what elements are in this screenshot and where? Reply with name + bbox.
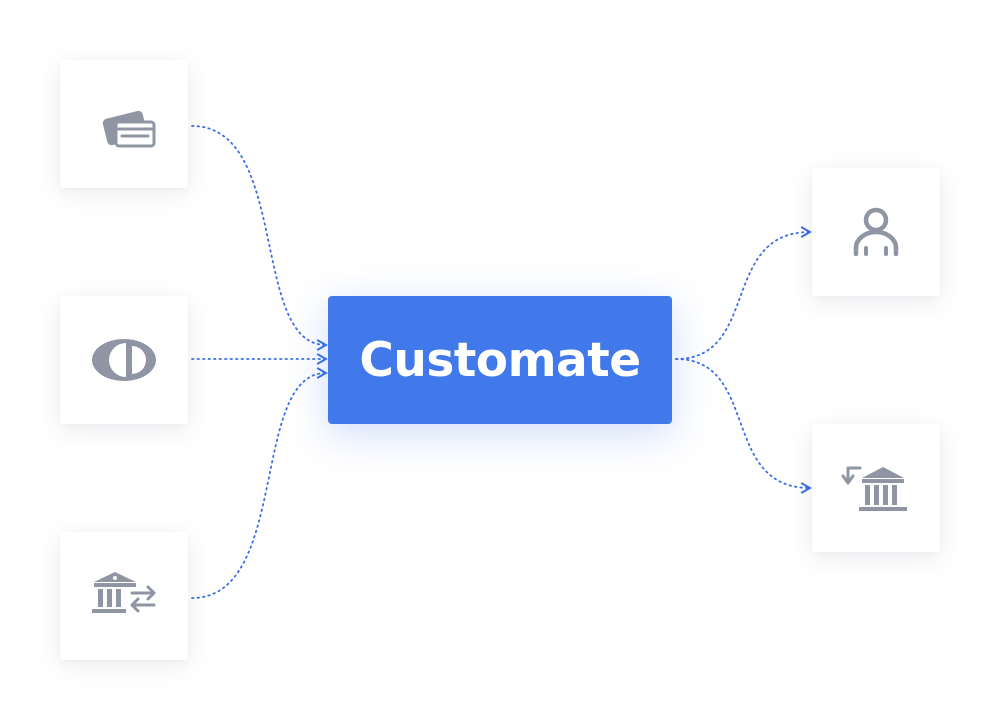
- customate-hub: Customate: [328, 296, 672, 424]
- hub-label: Customate: [359, 332, 641, 388]
- bank-payout-icon: [841, 466, 907, 511]
- connector-bank-transfer-to-hub: [191, 373, 326, 599]
- user-card: [812, 168, 940, 296]
- bank-payout-card: [812, 424, 940, 552]
- credit-cards-card: [60, 60, 188, 188]
- connector-hub-to-bank-payout: [675, 358, 810, 488]
- diners-club-card: [60, 296, 188, 424]
- credit-cards-icon: [102, 110, 156, 148]
- diners-club-icon: [92, 339, 156, 381]
- user-icon: [853, 207, 899, 257]
- connector-hub-to-user: [675, 232, 810, 360]
- bank-transfer-icon: [92, 572, 156, 613]
- bank-transfer-card: [60, 532, 188, 660]
- connector-cards-to-hub: [191, 125, 326, 345]
